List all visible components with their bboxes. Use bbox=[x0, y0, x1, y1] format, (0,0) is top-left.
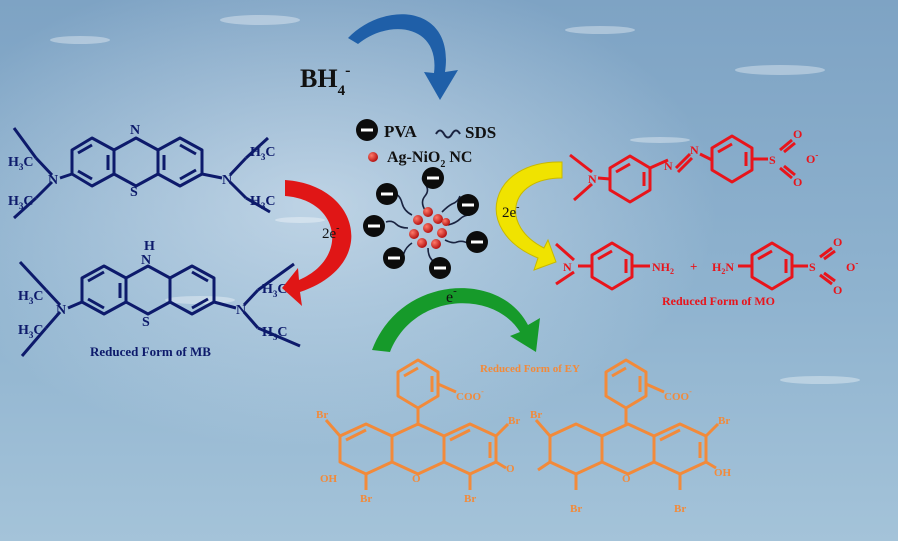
svg-text:O: O bbox=[833, 235, 842, 249]
svg-text:N: N bbox=[690, 143, 699, 157]
reduced-ey-caption: Reduced Form of EY bbox=[480, 363, 580, 375]
methyl-orange-labels: N N N S O O O- bbox=[588, 127, 818, 189]
blue-arrow bbox=[348, 14, 458, 100]
svg-text:OH: OH bbox=[714, 467, 732, 479]
legend-nanoparticle-icon bbox=[368, 152, 378, 162]
reduced-mo-labels: N NH2 + H2N S O O O- bbox=[563, 235, 858, 297]
svg-text:O: O bbox=[506, 463, 515, 475]
eosin-y bbox=[324, 358, 510, 490]
svg-text:S: S bbox=[769, 153, 776, 167]
svg-text:Br: Br bbox=[530, 409, 542, 421]
svg-text:Br: Br bbox=[360, 493, 372, 505]
reduced-eosin-y bbox=[534, 358, 720, 490]
mo-electron-label: 2e- bbox=[502, 202, 520, 221]
reduced-methylene-blue bbox=[18, 260, 301, 357]
methylene-blue-labels: N S N N H3C H3C H3C H3C bbox=[8, 123, 276, 211]
svg-text:OH: OH bbox=[320, 473, 338, 485]
mb-electron-label: 2e- bbox=[322, 223, 340, 242]
svg-text:O: O bbox=[622, 473, 631, 485]
reduced-eosin-y-labels: COO- Br Br O OH Br Br bbox=[530, 387, 732, 515]
svg-text:O: O bbox=[793, 127, 802, 141]
red-arrow bbox=[282, 180, 352, 306]
svg-text:Br: Br bbox=[674, 503, 686, 515]
legend-sds: SDS bbox=[465, 123, 496, 142]
mb-methyl-right-bottom: H3C bbox=[250, 194, 276, 211]
rmb-methyl-left-top: H3C bbox=[18, 289, 44, 306]
legend-sds-icon bbox=[435, 129, 461, 139]
svg-text:N: N bbox=[236, 303, 246, 318]
green-arrow bbox=[372, 288, 540, 352]
ey-electron-label: e- bbox=[446, 285, 457, 306]
svg-text:S: S bbox=[809, 260, 816, 274]
svg-text:Br: Br bbox=[718, 415, 730, 427]
svg-text:O-: O- bbox=[806, 150, 818, 166]
svg-text:S: S bbox=[130, 185, 138, 200]
svg-text:N: N bbox=[222, 173, 232, 188]
svg-text:COO-: COO- bbox=[664, 387, 692, 403]
svg-text:Br: Br bbox=[570, 503, 582, 515]
svg-text:Br: Br bbox=[464, 493, 476, 505]
svg-text:COO-: COO- bbox=[456, 387, 484, 403]
pva-anions bbox=[363, 167, 488, 279]
rmb-methyl-left-bottom: H3C bbox=[18, 323, 44, 340]
legend-pva: PVA bbox=[384, 122, 417, 141]
svg-text:N: N bbox=[48, 173, 58, 188]
legend: PVA SDS Ag-NiO2 NC bbox=[356, 119, 496, 170]
mb-methyl-left-top: H3C bbox=[8, 155, 34, 172]
nanocomposite-cluster bbox=[363, 167, 488, 279]
bh4-label: BH4- bbox=[300, 62, 350, 99]
legend-anion-icon bbox=[356, 119, 378, 141]
svg-text:NH2: NH2 bbox=[652, 260, 674, 276]
reduced-mb-labels: H N S N N H3C H3C H3C H3C bbox=[18, 239, 288, 342]
methyl-orange bbox=[569, 134, 796, 204]
svg-text:N: N bbox=[664, 159, 673, 173]
reduced-methyl-orange bbox=[555, 241, 836, 291]
methylene-blue bbox=[12, 127, 271, 220]
legend-catalyst: Ag-NiO2 NC bbox=[387, 149, 472, 170]
svg-text:N: N bbox=[588, 172, 597, 186]
mb-methyl-left-bottom: H3C bbox=[8, 194, 34, 211]
eosin-y-labels: COO- Br Br OH O O Br Br bbox=[316, 387, 520, 505]
svg-text:H: H bbox=[144, 239, 155, 254]
yellow-arrow bbox=[495, 161, 563, 271]
svg-text:O: O bbox=[793, 175, 802, 189]
svg-text:N: N bbox=[130, 123, 140, 138]
mb-methyl-right-top: H3C bbox=[250, 145, 276, 162]
rmb-methyl-right-bottom: H3C bbox=[262, 325, 288, 342]
svg-text:N: N bbox=[563, 260, 572, 274]
svg-text:O: O bbox=[412, 473, 421, 485]
svg-text:Br: Br bbox=[316, 409, 328, 421]
svg-text:+: + bbox=[690, 259, 697, 274]
reduced-mb-caption: Reduced Form of MB bbox=[90, 344, 211, 359]
svg-text:N: N bbox=[56, 303, 66, 318]
reduced-mo-caption: Reduced Form of MO bbox=[662, 294, 775, 308]
svg-text:Br: Br bbox=[508, 415, 520, 427]
svg-text:S: S bbox=[142, 315, 150, 330]
svg-text:H2N: H2N bbox=[712, 260, 734, 276]
svg-text:O-: O- bbox=[846, 258, 858, 274]
rmb-methyl-right-top: H3C bbox=[262, 282, 288, 299]
svg-text:N: N bbox=[141, 253, 151, 268]
svg-text:O: O bbox=[833, 283, 842, 297]
